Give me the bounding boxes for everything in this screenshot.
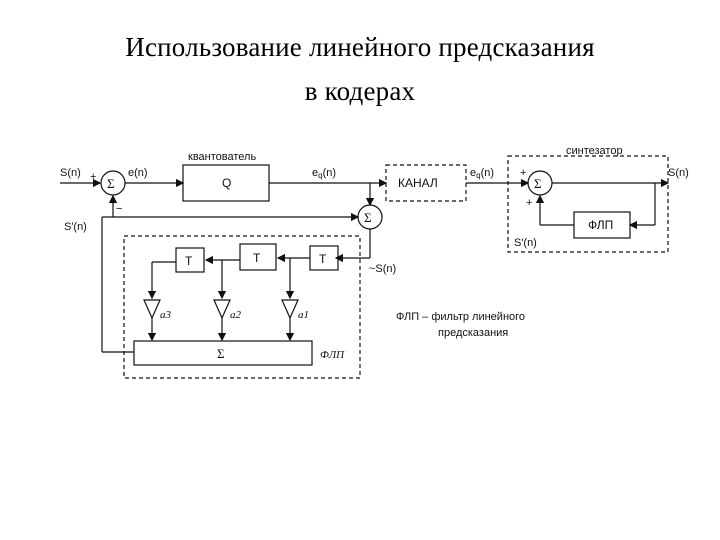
label-quantizer-caption: квантователь — [188, 151, 256, 163]
label-output: S(n) — [668, 167, 689, 179]
label-synth-caption: синтезатор — [566, 145, 623, 157]
sum3-plus-top: + — [520, 167, 526, 179]
slide-title-line2: в кодерах — [304, 76, 416, 106]
legend-line1: ФЛП – фильтр линейного — [396, 311, 525, 323]
coef-a2-triangle — [213, 299, 231, 320]
label-delay3: T — [319, 252, 327, 266]
label-coef3: a3 — [160, 309, 172, 321]
label-recon: ~S(n) — [369, 263, 396, 275]
sum1-minus: − — [116, 203, 122, 215]
delay2-block — [239, 243, 277, 271]
delay1-block — [175, 247, 205, 273]
label-eq-in: eq(n) — [470, 167, 494, 180]
label-error: e(n) — [128, 167, 148, 179]
label-coef2: a2 — [230, 309, 242, 321]
coef-a3-triangle — [143, 299, 161, 320]
big-sum-block — [133, 340, 313, 366]
label-synth-pred: S′(n) — [514, 237, 537, 249]
sum1-sigma: Σ — [107, 176, 115, 191]
label-coef1: a1 — [298, 309, 309, 321]
sum2-sigma: Σ — [364, 210, 372, 225]
label-delay2: T — [253, 251, 261, 265]
coef-a1-triangle — [281, 299, 299, 320]
label-pred-in: S′(n) — [64, 221, 87, 233]
sum1-plus: + — [90, 171, 96, 183]
sum3-sigma: Σ — [534, 176, 542, 191]
label-big-sum: Σ — [217, 346, 225, 361]
label-flp-synth: ФЛП — [588, 218, 613, 232]
label-eq-out: eq(n) — [312, 167, 336, 180]
label-delay1: T — [185, 254, 193, 268]
label-quantizer: Q — [222, 176, 231, 190]
legend-line2: предсказания — [438, 327, 508, 339]
label-input: S(n) — [60, 167, 81, 179]
label-flp-tag: ФЛП — [320, 349, 345, 361]
synth-dashed-box — [507, 155, 669, 253]
slide-title-line1: Использование линейного предсказания — [125, 32, 595, 62]
label-channel: КАНАЛ — [398, 176, 438, 190]
sum3-plus-bottom: + — [526, 197, 532, 209]
